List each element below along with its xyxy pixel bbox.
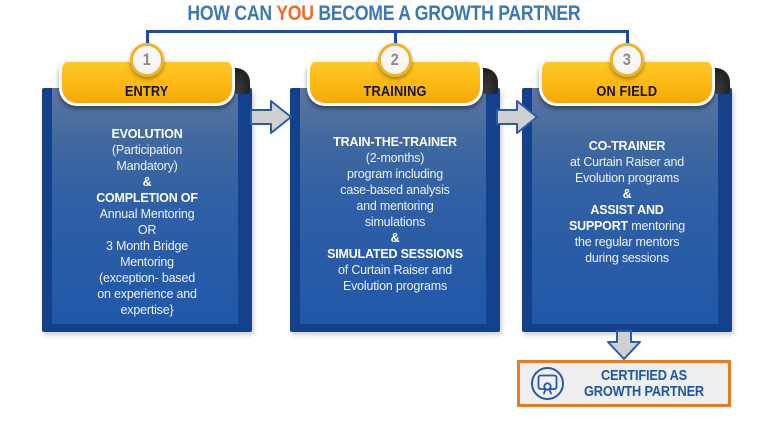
title-pre: HOW CAN [187,2,277,25]
card-text-line: program including [347,167,443,181]
card-text: TRAIN-THE-TRAINER (2-months) program inclu… [290,88,500,294]
arrow-right-icon [250,100,292,134]
card-text-line: simulations [364,215,426,229]
card-text-line: at Curtain Raiser and [570,155,684,169]
card-text-line: OR [137,223,157,237]
card-text-line: during sessions [585,251,669,265]
arrow-right-icon [496,100,538,134]
card-text-line: EVOLUTION [111,127,183,141]
page-title-text: HOW CAN YOU BECOME A GROWTH PARTNER [188,2,581,26]
card-text-line: expertise} [120,303,174,317]
card-text-line: case-based analysis [340,183,450,197]
title-post: BECOME A GROWTH PARTNER [313,2,581,25]
certified-badge-line1: CERTIFIED AS [600,367,688,384]
card-text-line: TRAIN-THE-TRAINER [333,135,457,149]
certified-badge-text: CERTIFIED AS GROWTH PARTNER [566,368,722,400]
connector-drop-3 [625,30,629,50]
card-text-line: of Curtain Raiser and [338,263,452,277]
step-number-1: 1 [142,50,152,69]
card-text-line: 3 Month Bridge [106,239,188,253]
step-number-circle-3: 3 [610,43,644,77]
card-text-line: SUPPORT mentoring [568,219,686,233]
card-text-line: & [142,175,152,189]
card-body [300,88,486,324]
step-header-tab-training: TRAINING [307,62,483,106]
card-text-line: Evolution programs [574,171,680,185]
step-header-tab-entry: ENTRY [59,62,235,106]
certified-badge: CERTIFIED AS GROWTH PARTNER [517,360,731,407]
card-text-line: the regular mentors [574,235,680,249]
card-text-line: CO-TRAINER [588,139,666,153]
arrow-down-icon [607,330,641,360]
card-text-line: ASSIST AND [590,203,664,217]
step-header-label: TRAINING [363,83,427,100]
step-number-circle-2: 2 [378,43,412,77]
card-body [532,88,718,324]
step-number-2: 2 [390,50,400,69]
certified-badge-line2: GROWTH PARTNER [584,383,704,400]
step-card-on-field: ON FIELD CO-TRAINER at Curtain Raiser and… [522,62,732,332]
card-text-line: & [622,187,632,201]
card-text-line: Annual Mentoring [99,207,195,221]
card-text-line: SIMULATED SESSIONS [327,247,463,261]
card-text-line: & [390,231,400,245]
step-header-label: ENTRY [125,83,169,100]
step-number-3: 3 [622,50,632,69]
step-card-training: TRAINING TRAIN-THE-TRAINER (2-months) prog… [290,62,500,332]
card-body [52,88,238,324]
card-text-line: (exception- based [99,271,195,285]
connector-drop-2 [393,30,397,50]
step-header-label: ON FIELD [596,83,658,100]
card-text-line: Mentoring [120,255,174,269]
certificate-icon [531,367,564,400]
card-text-line: on experience and [97,287,197,301]
page-title: HOW CAN YOU BECOME A GROWTH PARTNER [0,2,768,26]
card-text-line: COMPLETION OF [96,191,198,205]
card-text-line: (Participation [111,143,183,157]
title-highlight: YOU [276,2,314,25]
card-text-line: Mandatory) [116,159,178,173]
connector-drop-1 [145,30,149,50]
card-text-line: (2-months) [365,151,425,165]
connector-horizontal-line [146,30,629,33]
card-text-line: and mentoring [356,199,434,213]
step-number-circle-1: 1 [130,43,164,77]
card-text-line: Evolution programs [342,279,448,293]
